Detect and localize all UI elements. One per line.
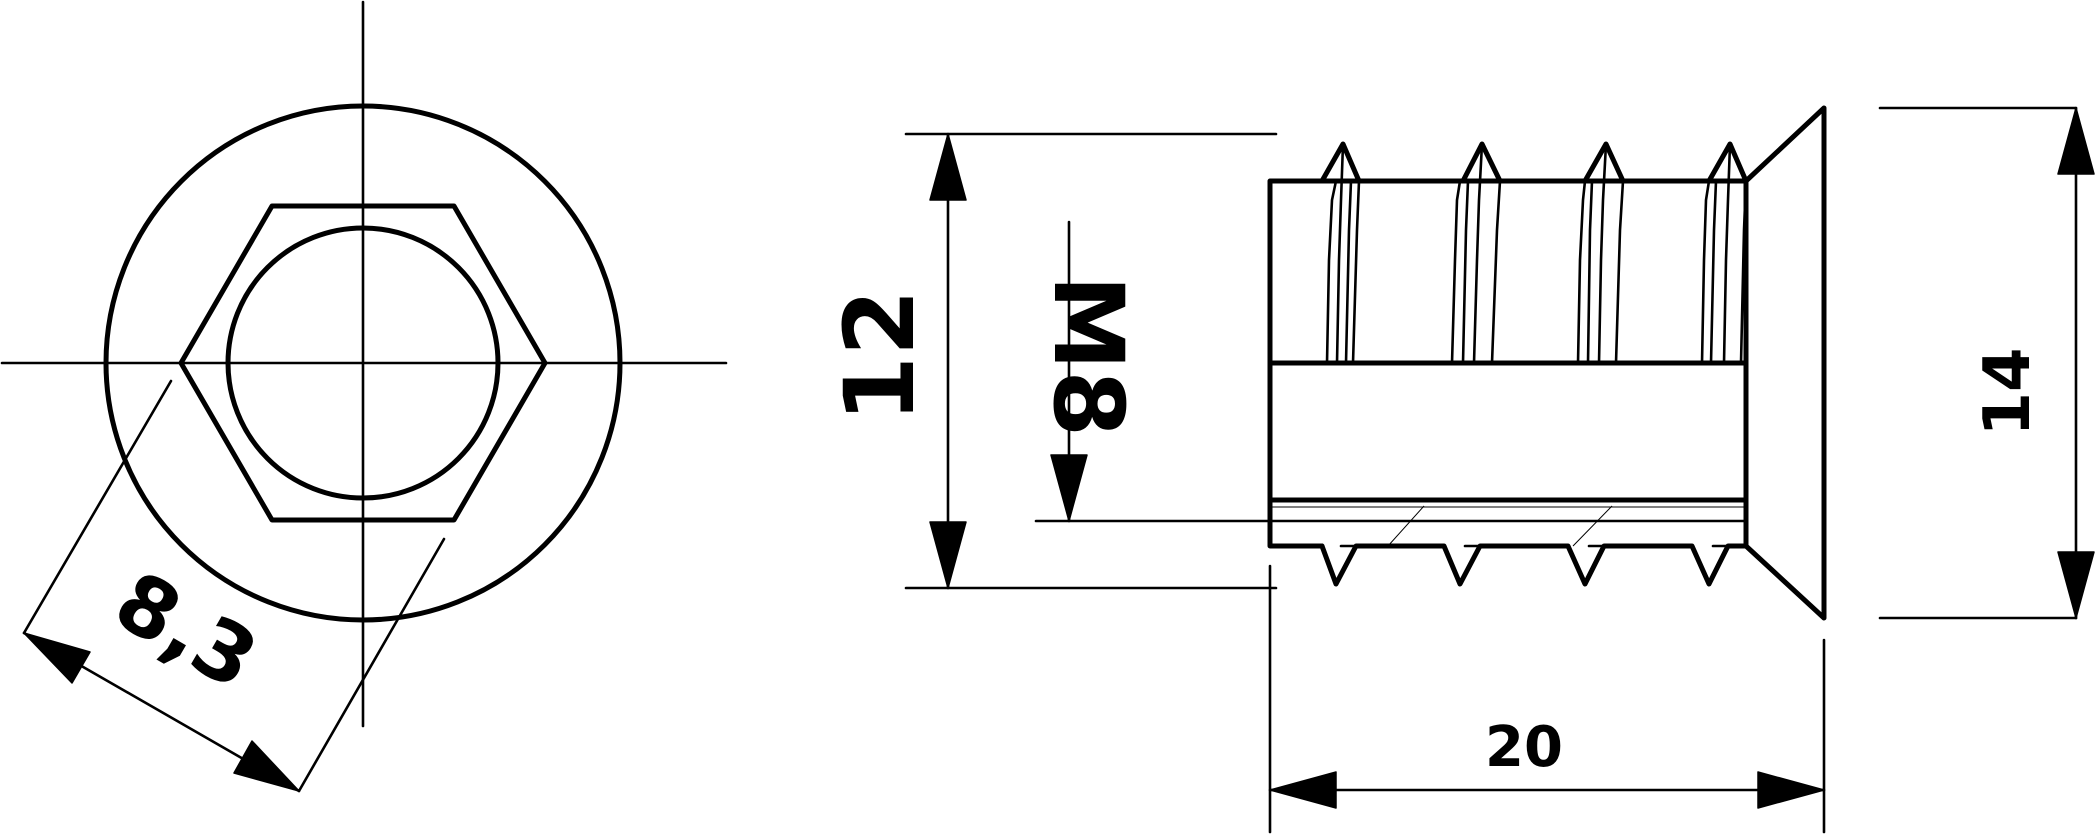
flange-head — [1743, 105, 1827, 621]
thread-arrow — [1050, 454, 1088, 522]
diameter-extension-line-left — [22, 379, 173, 635]
height-arrow-top — [929, 133, 967, 201]
inner-bore-circle — [225, 225, 501, 501]
front-view: 8,3 — [0, 0, 728, 793]
diameter-arrow-left — [23, 632, 91, 684]
bottom-thread-teeth — [1319, 505, 1749, 587]
thread-label: M8 — [1032, 275, 1144, 437]
hexagon-socket — [178, 203, 548, 523]
side-view: 12 M8 — [824, 105, 2095, 834]
diameter-arrow-right — [233, 740, 300, 792]
outer-height-arrow-top — [2057, 107, 2095, 175]
length-label: 20 — [1485, 715, 1563, 780]
height-arrow-bottom — [929, 521, 967, 589]
diameter-label: 8,3 — [99, 554, 272, 709]
height-label: 12 — [824, 289, 936, 423]
length-arrow-right — [1757, 771, 1825, 809]
diameter-extension-line-right — [297, 537, 446, 793]
length-arrow-left — [1269, 771, 1337, 809]
outer-flange-circle — [103, 103, 623, 623]
outer-height-label: 14 — [1971, 347, 2045, 436]
top-thread-teeth — [1319, 141, 1749, 365]
outer-height-arrow-bottom — [2057, 551, 2095, 619]
